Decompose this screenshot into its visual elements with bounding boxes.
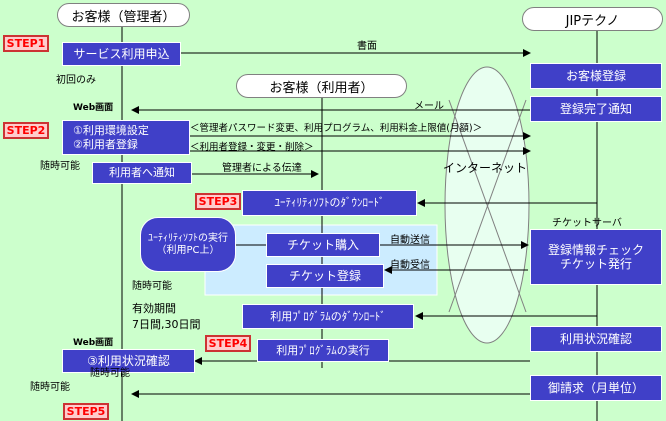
prog-download-box: 利用ﾌﾟﾛｸﾞﾗﾑのﾀﾞｳﾝﾛｰﾄﾞ (242, 304, 414, 329)
step2-badge: STEP2 (3, 122, 49, 139)
label-mail: メール (414, 101, 444, 112)
info-check-box: 登録情報チェック チケット発行 (530, 229, 662, 285)
usage-check-jip-box: 利用状況確認 (530, 326, 662, 352)
util-download-box: ﾕｰﾃｨﾘﾃｨｿﾌﾄのﾀﾞｳﾝﾛｰﾄﾞ (242, 190, 417, 216)
label-anytime-3: 随時可能 (30, 382, 70, 393)
usage-check-box: ③利用状況確認 (62, 349, 195, 373)
label-internet: インターネット (443, 161, 528, 175)
step3-badge: STEP3 (195, 193, 241, 210)
step4-badge: STEP4 (205, 335, 251, 352)
actor-user: お客様（利用者） (236, 74, 407, 98)
label-web-screen-1: Web画面 (73, 103, 114, 113)
label-step2-note2: ＜利用者登録・変更・削除＞ (190, 142, 314, 153)
label-validity-days: 7日間,30日間 (132, 318, 201, 331)
actor-jip: JIPテクノ (522, 7, 663, 31)
step5-badge: STEP5 (63, 403, 109, 420)
label-ticket-server: チケットサーバ (552, 218, 622, 229)
actor-admin: お客様（管理者） (57, 3, 190, 27)
label-web-screen-2: Web画面 (73, 338, 114, 348)
ticket-register-box: チケット登録 (266, 264, 384, 288)
customer-register-box: お客様登録 (530, 63, 662, 89)
step2-box: ①利用環境設定 ②利用者登録 (62, 120, 190, 155)
invoice-box: 御請求（月単位） (530, 375, 662, 401)
label-anytime-1: 随時可能 (40, 161, 80, 172)
label-first-only: 初回のみ (56, 75, 96, 86)
ticket-buy-box: チケット購入 (266, 233, 380, 257)
step1-badge: STEP1 (3, 35, 49, 52)
label-document: 書面 (357, 41, 377, 52)
label-auto-send: 自動送信 (390, 235, 430, 246)
label-auto-receive: 自動受信 (390, 260, 430, 271)
prog-exec-box: 利用ﾌﾟﾛｸﾞﾗﾑの実行 (257, 339, 389, 362)
register-done-box: 登録完了通知 (530, 96, 662, 122)
notify-user-box: 利用者へ通知 (92, 162, 192, 184)
label-admin-relay: 管理者による伝達 (222, 163, 302, 174)
label-validity: 有効期間 (132, 302, 176, 315)
internet-cross-b (448, 99, 527, 313)
label-step2-note1: ＜管理者パスワード変更、利用プログラム、利用料金上限値(月額)＞ (190, 123, 483, 134)
util-exec-box: ﾕｰﾃｨﾘﾃｨｿﾌﾄの実行（利用PC上） (140, 217, 236, 272)
service-apply-box: サービス利用申込 (62, 42, 181, 66)
label-anytime-4: 随時可能 (90, 368, 130, 379)
label-anytime-2: 随時可能 (132, 281, 172, 292)
